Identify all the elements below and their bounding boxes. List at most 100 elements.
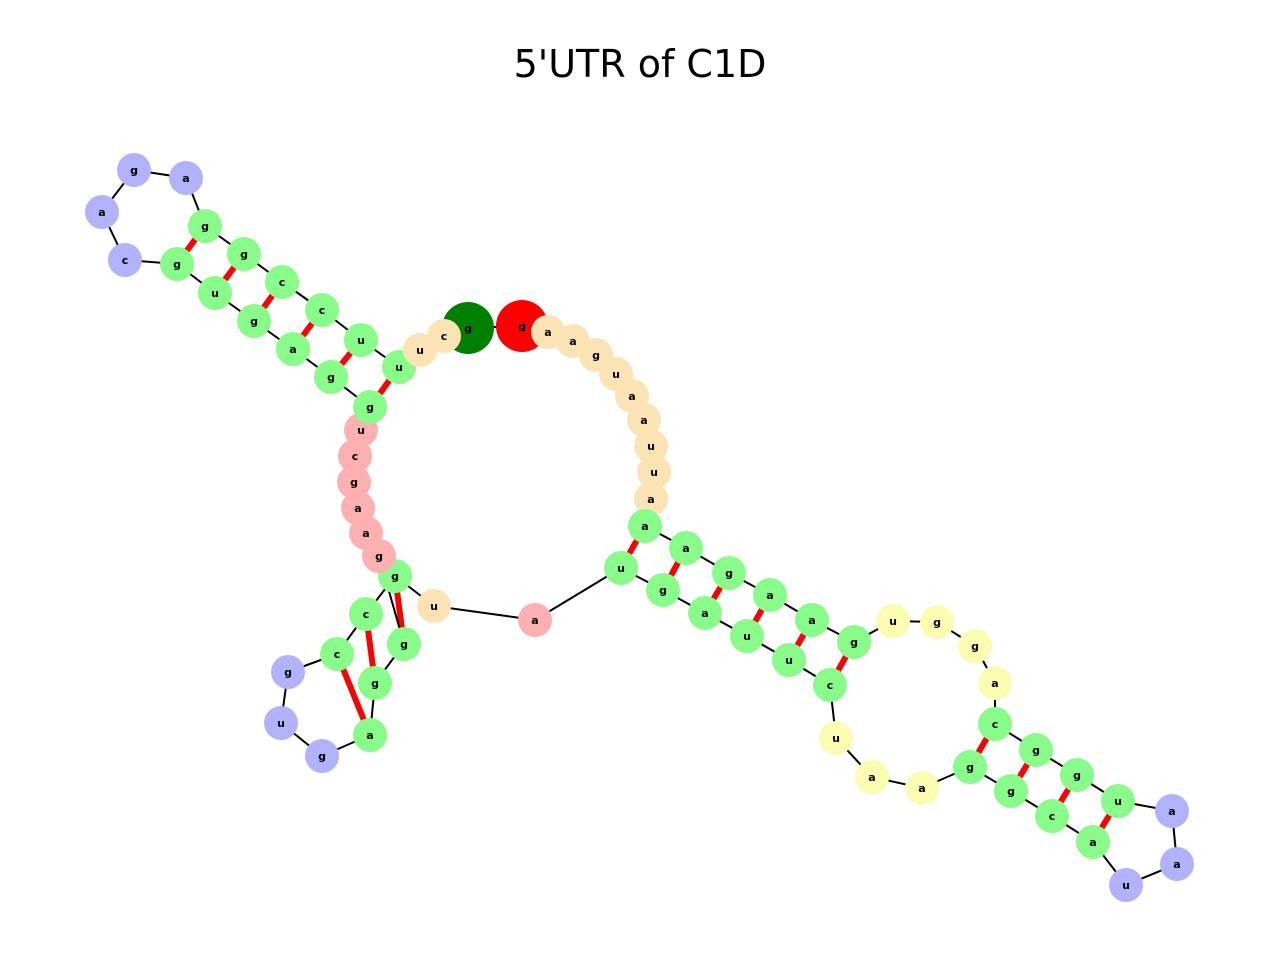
nucleotide-label: a: [98, 206, 105, 219]
nucleotide-label: a: [544, 326, 551, 339]
nucleotide: u: [637, 455, 671, 489]
nucleotide-circle: [337, 465, 371, 499]
nucleotide-label: c: [992, 718, 999, 731]
nucleotide-label: a: [569, 335, 576, 348]
nucleotide-label: u: [647, 440, 655, 453]
nucleotide-circle: [978, 666, 1012, 700]
nucleotide-label: g: [130, 164, 138, 177]
nucleotide-label: c: [441, 330, 448, 343]
nucleotide: c: [320, 637, 354, 671]
nucleotide: g: [160, 247, 194, 281]
nucleotide-circle: [730, 619, 764, 653]
nucleotide-label: a: [991, 677, 998, 690]
nucleotide-label: a: [1173, 858, 1180, 871]
nucleotide-label: g: [464, 322, 472, 335]
nucleotide-circle: [627, 403, 661, 437]
nucleotide: a: [795, 603, 829, 637]
nucleotide-circle: [953, 750, 987, 784]
nucleotide-circle: [637, 455, 671, 489]
nucleotide: u: [198, 276, 232, 310]
nucleotide-circle: [160, 247, 194, 281]
nucleotide-circle: [314, 360, 348, 394]
nucleotide-circle: [85, 195, 119, 229]
nucleotide-circle: [387, 627, 421, 661]
nucleotide-label: a: [628, 390, 635, 403]
nucleotide-circle: [276, 332, 310, 366]
nucleotide-label: a: [366, 729, 373, 742]
nucleotide-label: c: [827, 679, 834, 692]
nucleotide-circle: [837, 625, 871, 659]
nucleotide-label: g: [966, 761, 974, 774]
nucleotide-label: a: [1168, 805, 1175, 818]
nucleotide-label: u: [832, 732, 840, 745]
nucleotide-label: g: [250, 315, 258, 328]
nucleotide-label: c: [334, 648, 341, 661]
nucleotide: c: [265, 265, 299, 299]
nucleotide-circle: [920, 605, 954, 639]
nucleotide-label: u: [357, 424, 365, 437]
nucleotide: g: [337, 465, 371, 499]
nucleotide-circle: [117, 153, 151, 187]
nucleotide-label: g: [375, 550, 383, 563]
nucleotide-circle: [305, 739, 339, 773]
nucleotide-circle: [634, 429, 668, 463]
nucleotide: g: [314, 360, 348, 394]
nucleotide-label: a: [289, 343, 296, 356]
nucleotide-circle: [1155, 794, 1189, 828]
nucleotide-label: a: [808, 614, 815, 627]
nucleotide: a: [978, 666, 1012, 700]
nucleotide-circle: [305, 293, 339, 327]
nucleotide-label: c: [352, 450, 359, 463]
nucleotide: a: [753, 578, 787, 612]
nucleotide-label: u: [650, 466, 658, 479]
nucleotide-label: g: [391, 570, 399, 583]
nucleotide-circle: [855, 760, 889, 794]
nucleotide: c: [978, 707, 1012, 741]
nucleotide-label: g: [400, 638, 408, 651]
nucleotide-circle: [108, 243, 142, 277]
nucleotide-circle: [905, 771, 939, 805]
nucleotide-label: g: [284, 666, 292, 679]
nucleotide: g: [1019, 733, 1053, 767]
nucleotide-label: g: [850, 636, 858, 649]
nucleotide-label: g: [173, 258, 181, 271]
nucleotide-label: g: [971, 640, 979, 653]
nucleotide-label: g: [350, 476, 358, 489]
nucleotide-label: a: [1089, 836, 1096, 849]
nucleotide: u: [264, 706, 298, 740]
nucleotide: u: [819, 721, 853, 755]
nucleotide-circle: [1076, 825, 1110, 859]
nucleotide: g: [358, 666, 392, 700]
nucleotide: a: [634, 482, 668, 516]
nucleotide-circle: [1101, 784, 1135, 818]
nucleotide: u: [634, 429, 668, 463]
diagram-title: 5'UTR of C1D: [513, 42, 767, 86]
nucleotide-label: u: [1122, 879, 1130, 892]
nucleotide-circle: [604, 551, 638, 585]
nucleotide: a: [628, 509, 662, 543]
nucleotide-circle: [320, 637, 354, 671]
nucleotide-circle: [819, 721, 853, 755]
nucleotide: u: [417, 589, 451, 623]
nucleotide-circle: [1160, 847, 1194, 881]
nucleotide-circle: [753, 578, 787, 612]
nucleotide: a: [1155, 794, 1189, 828]
nucleotide-label: u: [785, 654, 793, 667]
nucleotide-label: a: [531, 614, 538, 627]
nucleotide-label: u: [211, 287, 219, 300]
nucleotide-circle: [417, 589, 451, 623]
nucleotide-circle: [876, 604, 910, 638]
nucleotide-circle: [1019, 733, 1053, 767]
nucleotide-label: g: [318, 750, 326, 763]
nucleotide-label: g: [725, 567, 733, 580]
nucleotide-label: g: [240, 248, 248, 261]
nucleotide: a: [688, 596, 722, 630]
nucleotide-circle: [188, 209, 222, 243]
nucleotide-label: u: [395, 361, 403, 374]
nucleotide-label: g: [327, 371, 335, 384]
nucleotide: g: [1060, 758, 1094, 792]
nucleotide-circle: [198, 276, 232, 310]
nucleotide-label: c: [1049, 810, 1056, 823]
nucleotide: a: [669, 531, 703, 565]
nucleotide-circle: [341, 491, 375, 525]
